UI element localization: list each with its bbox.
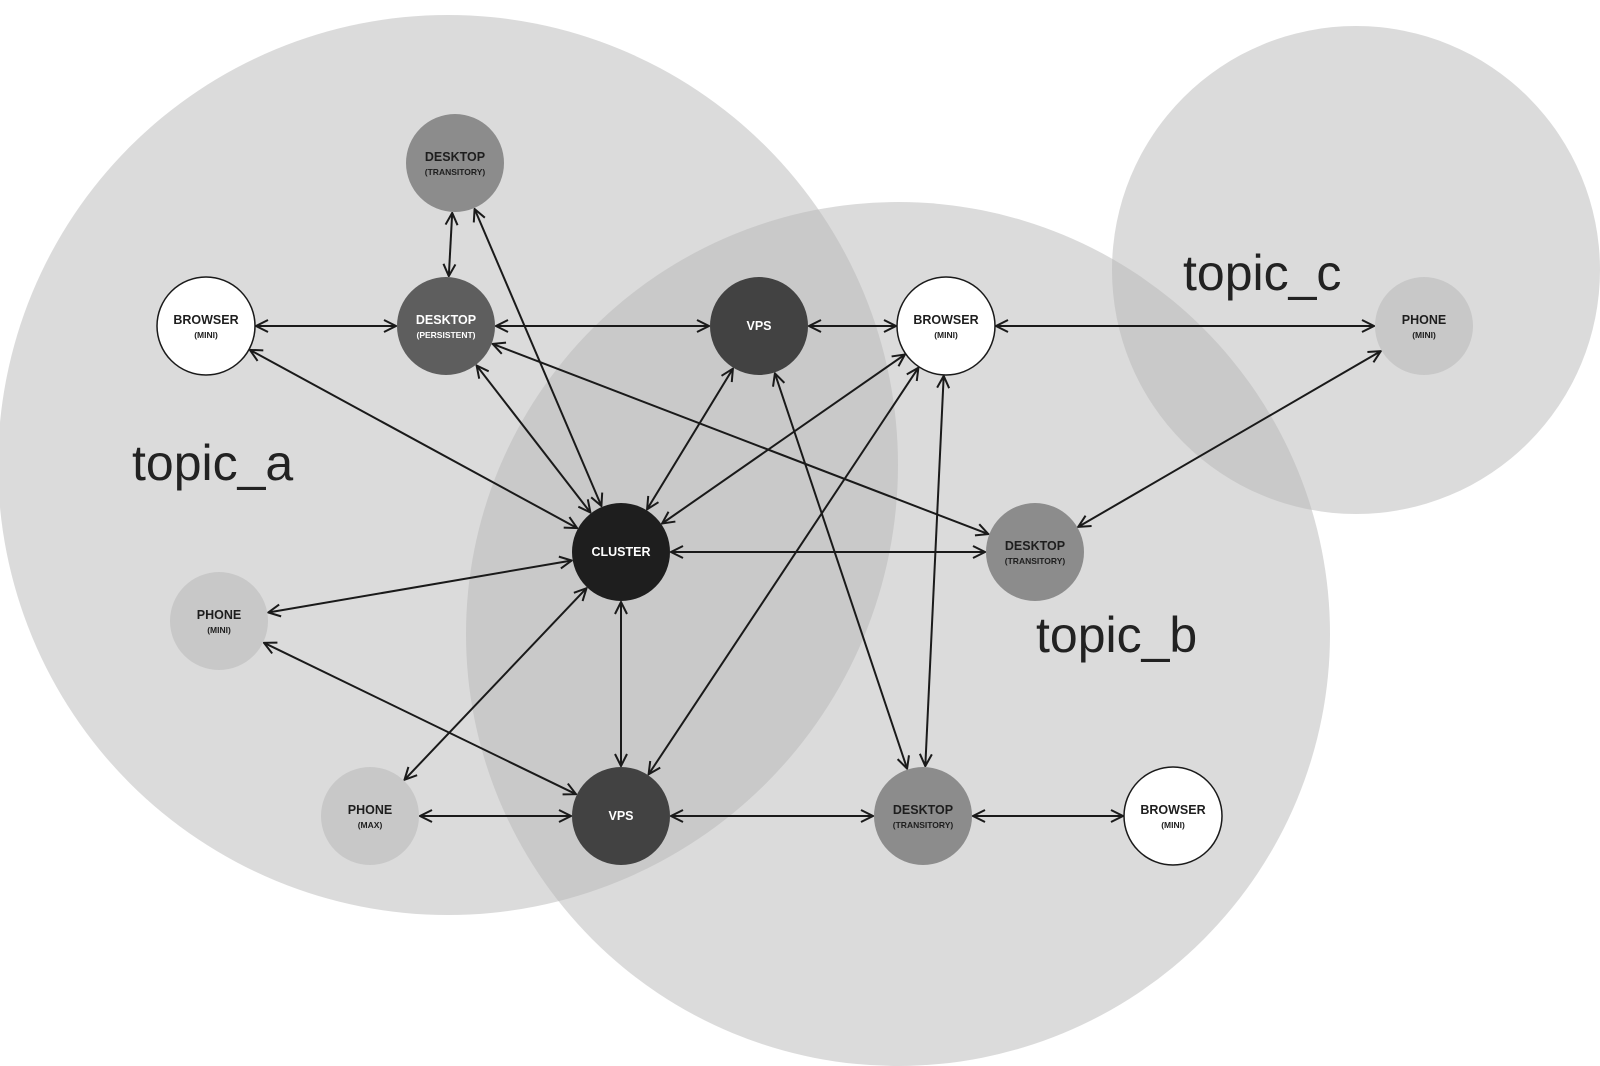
node-subtitle: (MINI) (194, 330, 218, 340)
node-subtitle: (MAX) (358, 820, 383, 830)
node-subtitle: (TRANSITORY) (1005, 556, 1066, 566)
node-title: VPS (746, 319, 771, 333)
node-subtitle: (TRANSITORY) (425, 167, 486, 177)
node-desktop-persistent[interactable]: DESKTOP (PERSISTENT) (397, 277, 495, 375)
node-title: PHONE (1402, 313, 1446, 327)
connections (250, 209, 1381, 816)
node-subtitle: (PERSISTENT) (416, 330, 475, 340)
node-title: DESKTOP (425, 150, 485, 164)
device-nodes: DESKTOP (TRANSITORY) BROWSER (MINI) DESK… (156, 114, 1473, 866)
node-browser-mini-bottom[interactable]: BROWSER (MINI) (1123, 766, 1223, 866)
node-title: VPS (608, 809, 633, 823)
node-browser-mini-center[interactable]: BROWSER (MINI) (896, 276, 996, 376)
node-desktop-transitory-top[interactable]: DESKTOP (TRANSITORY) (406, 114, 504, 212)
node-subtitle: (MINI) (934, 330, 958, 340)
edge-phone_mini_right-to-desktop_transitory_right (1078, 351, 1381, 527)
node-phone-max[interactable]: PHONE (MAX) (321, 767, 419, 865)
node-title: CLUSTER (591, 545, 650, 559)
node-phone-mini-right[interactable]: PHONE (MINI) (1375, 277, 1473, 375)
edge-cluster-to-phone_mini_left (268, 561, 571, 613)
node-title: DESKTOP (893, 803, 953, 817)
node-subtitle: (MINI) (207, 625, 231, 635)
edge-browser_mini_center-to-vps_bottom (649, 368, 919, 775)
node-title: BROWSER (913, 313, 978, 327)
topic-circles (0, 15, 1600, 1066)
topic-label-b: topic_b (1036, 607, 1197, 663)
node-title: BROWSER (173, 313, 238, 327)
node-title: DESKTOP (416, 313, 476, 327)
node-subtitle: (MINI) (1161, 820, 1185, 830)
node-title: PHONE (348, 803, 392, 817)
topic-label-a: topic_a (132, 435, 293, 491)
node-title: DESKTOP (1005, 539, 1065, 553)
edge-desktop_transitory_top-to-desktop_persistent (449, 213, 452, 276)
edge-phone_mini_left-to-vps_bottom (264, 643, 576, 794)
node-title: BROWSER (1140, 803, 1205, 817)
node-vps-bottom[interactable]: VPS (572, 767, 670, 865)
edge-browser_mini_center-to-desktop_transitory_bottom (925, 376, 943, 766)
node-title: PHONE (197, 608, 241, 622)
node-browser-mini-left[interactable]: BROWSER (MINI) (156, 276, 256, 376)
topic-label-c: topic_c (1183, 245, 1341, 301)
topic-labels: topic_a topic_b topic_c (132, 245, 1341, 663)
node-desktop-transitory-right[interactable]: DESKTOP (TRANSITORY) (986, 503, 1084, 601)
node-subtitle: (MINI) (1412, 330, 1436, 340)
node-cluster[interactable]: CLUSTER (572, 503, 670, 601)
node-desktop-transitory-bottom[interactable]: DESKTOP (TRANSITORY) (874, 767, 972, 865)
node-subtitle: (TRANSITORY) (893, 820, 954, 830)
node-phone-mini-left[interactable]: PHONE (MINI) (170, 572, 268, 670)
node-vps-top[interactable]: VPS (710, 277, 808, 375)
